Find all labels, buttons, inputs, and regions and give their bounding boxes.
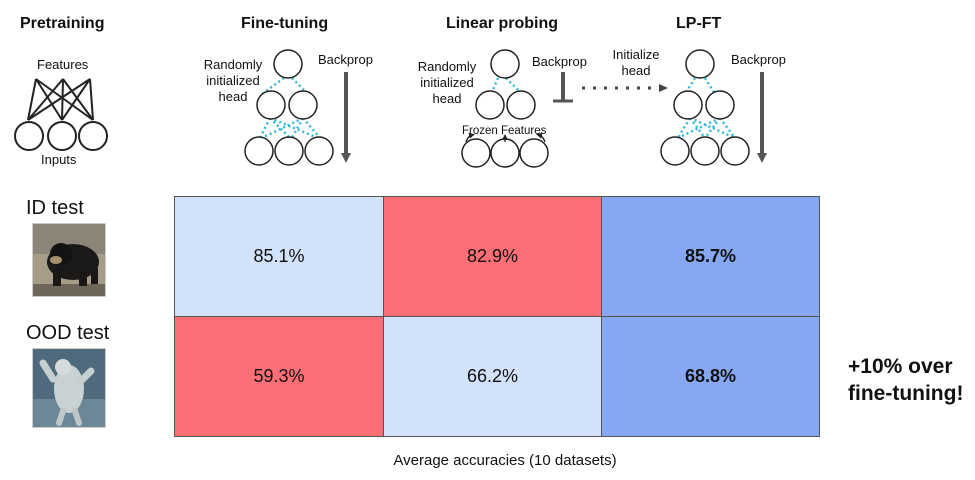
lp-ft-header: LP-FT <box>676 15 722 32</box>
callout-line-1: +10% over <box>848 355 953 378</box>
head-label-line: Randomly <box>203 57 263 72</box>
bear-photo <box>32 223 106 297</box>
fine-tuning-head-label: Randomly initialized head <box>198 57 268 105</box>
fine-tuning-backprop-label: Backprop <box>318 52 373 67</box>
cell-ood-lp-ft: 68.8% <box>601 316 820 437</box>
fine-tuning-network <box>244 49 351 166</box>
head-label-line: initialized <box>206 73 260 88</box>
head-label-line: head <box>218 89 248 104</box>
cell-id-fine-tuning: 85.1% <box>174 196 384 317</box>
callout-line-2: fine-tuning! <box>848 382 964 405</box>
frozen-features-label: Frozen Features <box>462 125 547 137</box>
cell-ood-fine-tuning: 59.3% <box>174 316 384 437</box>
ood-test-label: OOD test <box>26 322 110 344</box>
polar-bear-photo <box>32 348 106 428</box>
inputs-label: Inputs <box>41 152 77 167</box>
pretraining-network <box>14 78 108 151</box>
linear-probing-header: Linear probing <box>446 15 558 32</box>
cell-id-linear-probing: 82.9% <box>383 196 602 317</box>
head-label-line: Randomly <box>417 59 477 74</box>
cell-ood-linear-probing: 66.2% <box>383 316 602 437</box>
head-label-line: initialized <box>420 75 474 90</box>
lp-ft-network <box>660 49 767 166</box>
table-caption: Average accuracies (10 datasets) <box>393 452 617 469</box>
initialize-label-line: Initialize <box>612 47 660 62</box>
lp-ft-backprop-label: Backprop <box>731 52 786 67</box>
cell-id-lp-ft: 85.7% <box>601 196 820 317</box>
initialize-head-label: Initialize head <box>606 47 666 79</box>
linear-probing-head-label: Randomly initialized head <box>412 59 482 107</box>
initialize-label-line: head <box>621 63 651 78</box>
improvement-callout: +10% over fine-tuning! <box>848 353 963 407</box>
linear-probing-network <box>461 49 668 168</box>
fine-tuning-header: Fine-tuning <box>241 15 329 32</box>
head-label-line: head <box>432 91 462 106</box>
linear-probing-backprop-label: Backprop <box>532 54 587 69</box>
id-test-label: ID test <box>26 197 84 219</box>
pretraining-header: Pretraining <box>20 15 105 32</box>
features-label: Features <box>37 57 89 72</box>
